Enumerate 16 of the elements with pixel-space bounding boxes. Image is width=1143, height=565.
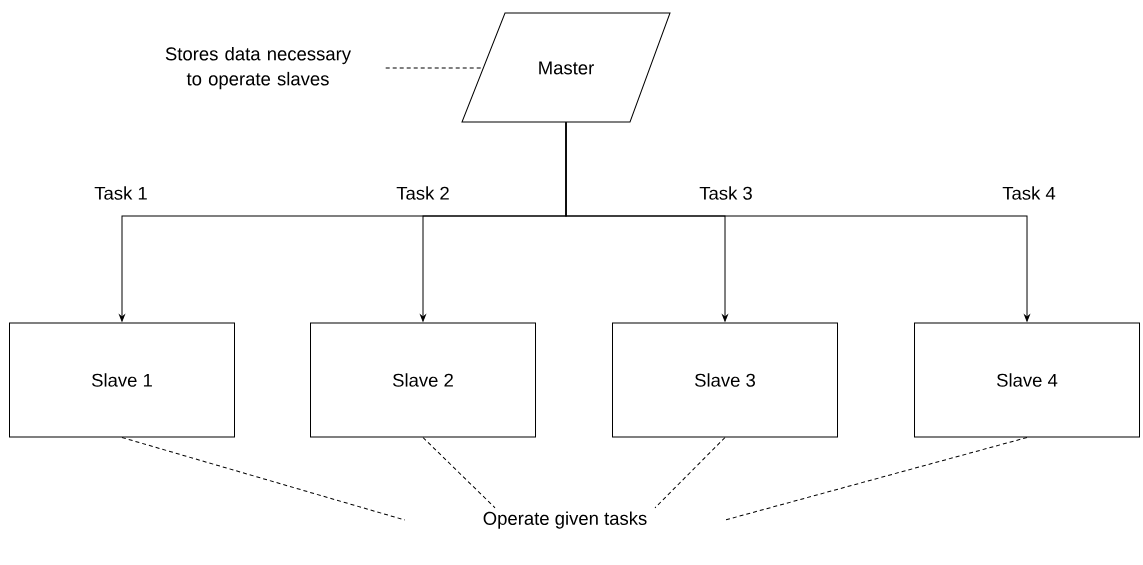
process-box: Slave 3 [612, 322, 838, 438]
parallelogram-node: Master [461, 12, 671, 123]
process-box: Slave 2 [310, 322, 536, 438]
edge-label: Task 2 [394, 184, 452, 202]
note-text: Stores data necessary to operate slaves [165, 46, 351, 90]
edge-label: Task 1 [92, 184, 150, 202]
arrow [565, 121, 1030, 322]
edge-label: Task 3 [697, 184, 755, 202]
leader-line [724, 437, 1028, 521]
process-box: Slave 1 [9, 322, 235, 438]
leader-line [121, 437, 406, 521]
process-box: Slave 4 [914, 322, 1140, 438]
edge-label: Task 4 [1000, 184, 1058, 202]
note-text: Operate given tasks [483, 511, 647, 529]
leader-line [654, 437, 726, 509]
leader-line [422, 437, 496, 509]
